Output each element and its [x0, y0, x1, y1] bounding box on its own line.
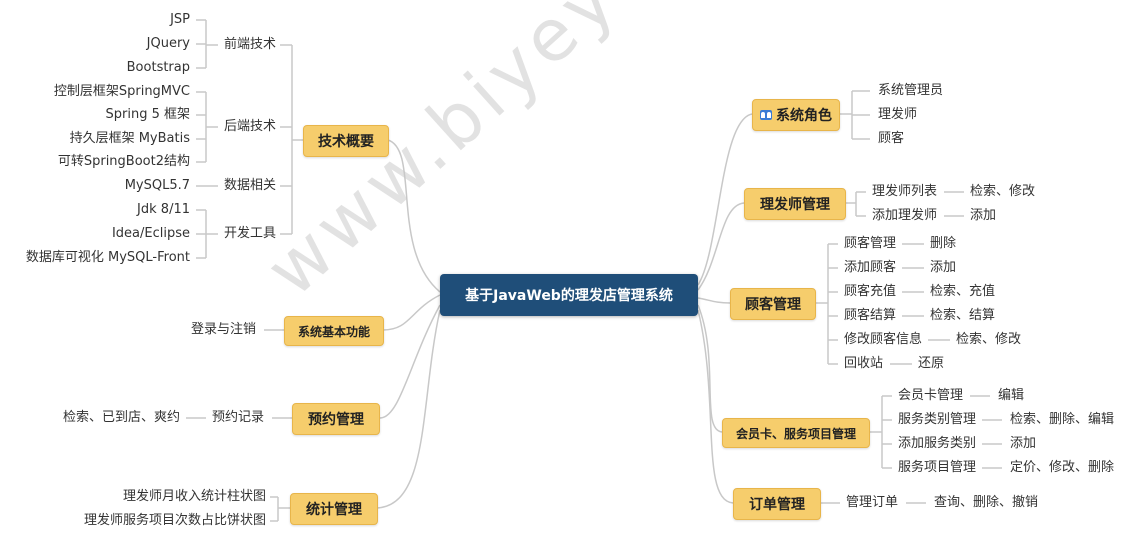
- topic-order[interactable]: 订单管理: [733, 488, 821, 520]
- leaf-barber-add-action[interactable]: 添加: [970, 208, 997, 223]
- group-frontend[interactable]: 前端技术: [224, 37, 277, 52]
- topic-basic[interactable]: 系统基本功能: [284, 316, 384, 346]
- leaf-card-manage[interactable]: 会员卡管理: [898, 388, 964, 403]
- leaf-service-item[interactable]: 服务项目管理: [898, 460, 977, 475]
- root-topic[interactable]: 基于JavaWeb的理发店管理系统: [440, 274, 698, 316]
- leaf-springmvc[interactable]: 控制层框架SpringMVC: [53, 84, 190, 99]
- leaf-booking-record[interactable]: 预约记录: [212, 410, 265, 425]
- leaf-role-admin[interactable]: 系统管理员: [878, 83, 944, 98]
- leaf-service-category-add[interactable]: 添加服务类别: [898, 436, 977, 451]
- leaf-cust-recharge[interactable]: 顾客充值: [844, 284, 897, 299]
- leaf-role-barber[interactable]: 理发师: [878, 107, 918, 122]
- leaf-spring5[interactable]: Spring 5 框架: [105, 107, 191, 122]
- leaf-barber-list-action[interactable]: 检索、修改: [970, 184, 1036, 199]
- topic-tech[interactable]: 技术概要: [303, 125, 389, 157]
- leaf-cust-settle-action[interactable]: 检索、结算: [930, 308, 996, 323]
- leaf-cust-recharge-action[interactable]: 检索、充值: [930, 284, 996, 299]
- people-icon: [760, 110, 772, 120]
- topic-barber[interactable]: 理发师管理: [744, 188, 846, 220]
- leaf-cust-recycle[interactable]: 回收站: [844, 356, 884, 371]
- leaf-cust-edit-action[interactable]: 检索、修改: [956, 332, 1022, 347]
- leaf-barber-add[interactable]: 添加理发师: [872, 208, 938, 223]
- group-backend[interactable]: 后端技术: [224, 119, 277, 134]
- leaf-jdk[interactable]: Jdk 8/11: [137, 202, 190, 217]
- leaf-role-customer[interactable]: 顾客: [878, 131, 905, 146]
- leaf-bootstrap[interactable]: Bootstrap: [126, 60, 190, 75]
- topic-stats[interactable]: 统计管理: [290, 493, 378, 525]
- leaf-service-category-add-action[interactable]: 添加: [1010, 436, 1037, 451]
- leaf-springboot[interactable]: 可转SpringBoot2结构: [57, 154, 190, 169]
- leaf-service-category[interactable]: 服务类别管理: [898, 412, 977, 427]
- topic-roles-label: 系统角色: [776, 108, 832, 124]
- leaf-cust-edit[interactable]: 修改顾客信息: [844, 332, 923, 347]
- leaf-booking-actions[interactable]: 检索、已到店、爽约: [62, 410, 180, 425]
- leaf-mysql[interactable]: MySQL5.7: [124, 178, 190, 193]
- group-data[interactable]: 数据相关: [224, 178, 277, 193]
- leaf-mybatis[interactable]: 持久层框架 MyBatis: [69, 131, 190, 146]
- leaf-barber-list[interactable]: 理发师列表: [872, 184, 938, 199]
- leaf-order-manage[interactable]: 管理订单: [846, 495, 899, 510]
- leaf-service-item-action[interactable]: 定价、修改、删除: [1010, 460, 1115, 475]
- topic-booking[interactable]: 预约管理: [292, 403, 380, 435]
- leaf-mysqlfront[interactable]: 数据库可视化 MySQL-Front: [25, 250, 190, 265]
- topic-roles[interactable]: 系统角色: [752, 99, 840, 131]
- group-devtools[interactable]: 开发工具: [224, 226, 277, 241]
- leaf-stats-pie[interactable]: 理发师服务项目次数占比饼状图: [83, 513, 266, 528]
- leaf-cust-manage[interactable]: 顾客管理: [844, 236, 897, 251]
- leaf-idea[interactable]: Idea/Eclipse: [111, 226, 190, 241]
- topic-card[interactable]: 会员卡、服务项目管理: [722, 418, 870, 448]
- topic-customer[interactable]: 顾客管理: [730, 288, 816, 320]
- leaf-order-manage-action[interactable]: 查询、删除、撤销: [934, 495, 1039, 510]
- leaf-card-manage-action[interactable]: 编辑: [998, 388, 1025, 403]
- leaf-login-logout[interactable]: 登录与注销: [190, 322, 256, 337]
- leaf-jsp[interactable]: JSP: [170, 12, 190, 27]
- leaf-cust-add[interactable]: 添加顾客: [844, 260, 897, 275]
- leaf-cust-settle[interactable]: 顾客结算: [844, 308, 897, 323]
- leaf-stats-bar[interactable]: 理发师月收入统计柱状图: [122, 489, 266, 504]
- leaf-jquery[interactable]: JQuery: [146, 36, 190, 51]
- leaf-cust-manage-action[interactable]: 删除: [930, 236, 957, 251]
- leaf-cust-recycle-action[interactable]: 还原: [918, 356, 945, 371]
- leaf-cust-add-action[interactable]: 添加: [930, 260, 957, 275]
- leaf-service-category-action[interactable]: 检索、删除、编辑: [1010, 412, 1115, 427]
